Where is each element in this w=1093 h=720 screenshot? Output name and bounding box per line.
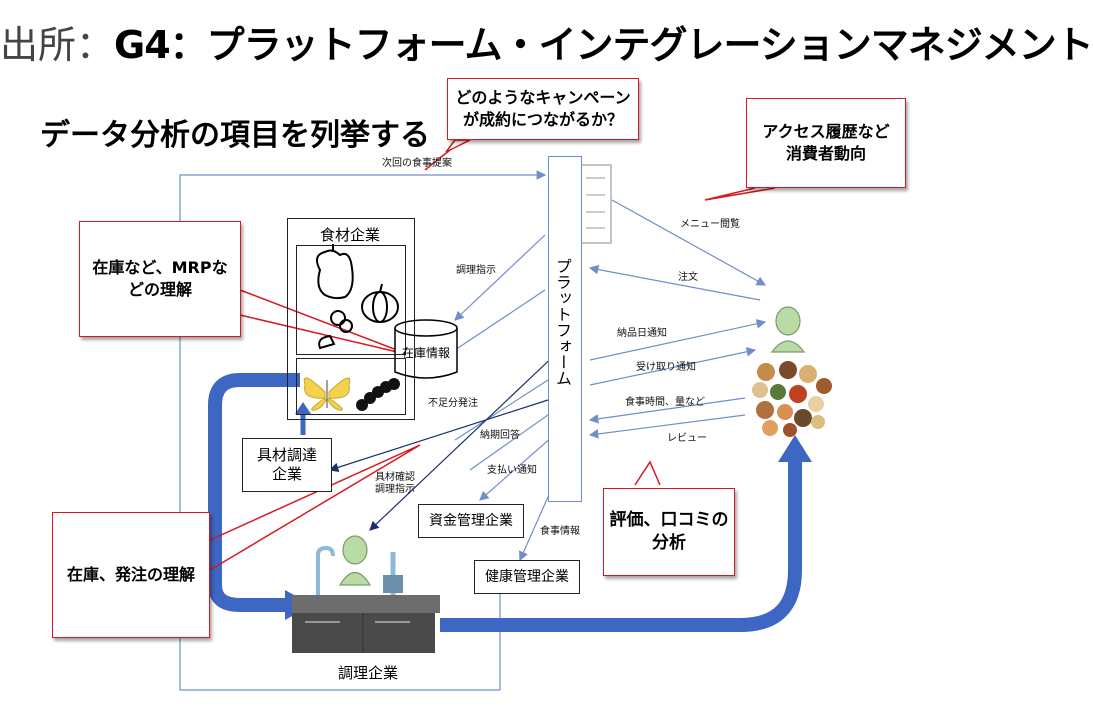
thick-flow-arrow-right	[440, 460, 802, 632]
pumpkin-icon	[361, 283, 399, 323]
platform-label: プラットフォーム	[553, 258, 572, 386]
health-company-box: 健康管理企業	[474, 560, 580, 594]
flow-label-menu-view: メニュー閲覧	[680, 219, 740, 230]
ingredients-company-box	[287, 218, 415, 420]
callout-access-history: アクセス履歴など 消費者動向	[746, 98, 906, 188]
insects-inner-box	[296, 358, 406, 415]
title-prefix: 出所：	[0, 23, 115, 67]
flow-label-payment: 支払い通知	[487, 465, 537, 476]
flow-label-pickup: 受け取り通知	[636, 362, 696, 373]
page-title: 出所：G4：プラットフォーム・インテグレーションマネジメント	[0, 14, 1093, 69]
callout-inventory-mrp: 在庫など、MRPな どの理解	[79, 221, 241, 337]
flow-label-delivery-date: 納品日通知	[617, 328, 667, 339]
callout-review-analysis: 評価、口コミの 分析	[603, 488, 735, 576]
callout-inventory-order: 在庫、発注の理解	[52, 512, 210, 638]
title-main: G4：プラットフォーム・インテグレーションマネジメント	[114, 23, 1093, 67]
fund-company-box: 資金管理企業	[418, 504, 524, 538]
platform-box	[548, 156, 582, 502]
butterfly-icon	[303, 377, 351, 411]
flow-label-shortage-order: 不足分発注	[428, 398, 478, 409]
sink-icon	[292, 545, 440, 653]
subtitle: データ分析の項目を列挙する	[40, 118, 430, 153]
mushroom-icon	[318, 310, 353, 350]
ingredients-inner-box	[296, 245, 406, 355]
utensil-company-box: 具材調達 企業	[242, 438, 332, 492]
flow-label-order: 注文	[678, 272, 698, 283]
flow-label-meal-time: 食事時間、量など	[625, 397, 705, 408]
next-meal-loop	[179, 170, 547, 691]
inventory-db-label: 在庫情報	[401, 346, 450, 360]
thick-flow-arrow-left	[208, 373, 300, 612]
ingredients-company-label: 食材企業	[319, 226, 380, 244]
database-icon	[394, 319, 458, 379]
flow-label-confirm: 具材確認 調理指示	[375, 472, 415, 495]
cooking-company-label: 調理企業	[337, 664, 398, 682]
slide: 出所：G4：プラットフォーム・インテグレーションマネジメント データ分析の項目を…	[0, 14, 1093, 691]
callout-campaign: どのようなキャンペーン が成約につながるか？	[447, 78, 639, 140]
flow-label-delivery-reply: 納期回答	[480, 430, 520, 441]
caterpillar-icon	[356, 378, 400, 411]
flow-label-next-meal: 次回の食事提案	[382, 158, 452, 169]
flow-label-review: レビュー	[667, 433, 707, 444]
food-collage-icon	[752, 361, 832, 437]
flow-label-meal-info: 食事情報	[540, 526, 580, 537]
flow-label-cook-instruction: 調理指示	[456, 265, 496, 276]
person-icon	[338, 306, 806, 586]
